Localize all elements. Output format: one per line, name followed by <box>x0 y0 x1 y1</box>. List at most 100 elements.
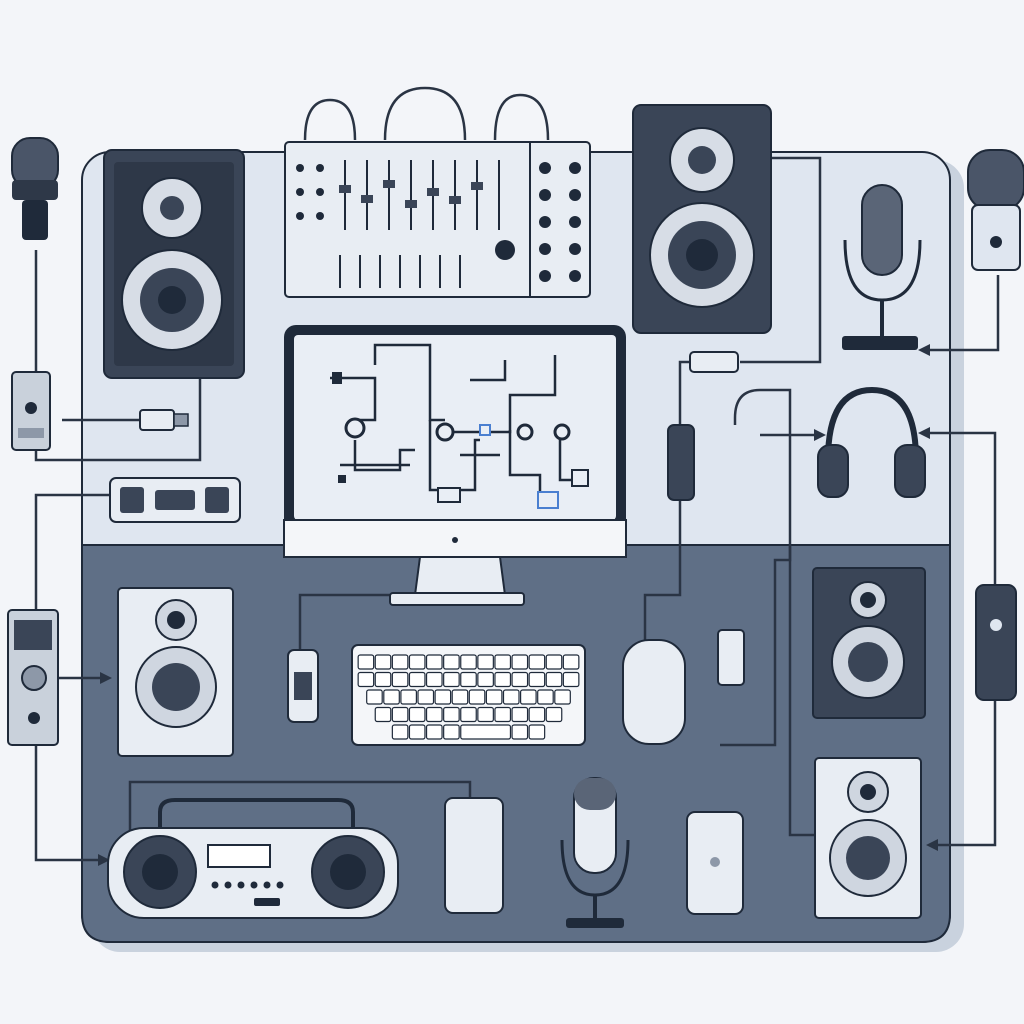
keyboard-key <box>545 671 563 688</box>
microphone-icon <box>11 137 59 240</box>
keyboard-key <box>391 724 409 740</box>
headphones <box>817 386 926 498</box>
keyboard-key <box>477 654 494 670</box>
arrow-head <box>926 839 938 851</box>
keyboard-key <box>451 689 469 705</box>
cable-keyboard <box>298 593 390 650</box>
keyboard-key <box>537 689 554 705</box>
arrows <box>98 344 938 866</box>
keyboard-key <box>425 724 443 740</box>
keyboard-key <box>408 724 426 740</box>
cable-left-bottom <box>34 745 100 862</box>
usb-connector <box>287 629 745 723</box>
keyboard-key <box>434 689 452 705</box>
cable-interface-speaker <box>34 375 202 462</box>
usb-audio-interface <box>7 609 59 746</box>
studio-monitor-left <box>103 149 245 379</box>
arrow-head <box>814 429 826 441</box>
keyboard-key <box>357 671 375 688</box>
keyboard-key <box>374 706 392 723</box>
keyboard-key <box>494 671 512 688</box>
keyboard-key <box>408 671 426 688</box>
cable-monitor-right <box>643 360 690 640</box>
cable-left-loop <box>34 493 110 610</box>
keyboard-key <box>443 706 460 723</box>
keyboard-key <box>554 689 571 705</box>
keyboard-key <box>562 654 580 670</box>
cable-headphones-right <box>925 431 997 585</box>
keyboard-key <box>494 654 512 670</box>
keyboard-key <box>519 689 537 705</box>
desk-speaker-right <box>812 567 926 719</box>
cable-boombox-top <box>128 780 472 840</box>
cable-desk-right <box>788 545 815 837</box>
keyboard-key <box>528 654 546 670</box>
cable-mixer-b <box>383 86 467 141</box>
mouse <box>622 639 686 745</box>
keyboard-key <box>366 689 383 705</box>
keyboard-key <box>528 724 546 740</box>
cables <box>30 86 1000 862</box>
keyboard-key <box>545 654 563 670</box>
keyboard-key <box>511 706 529 723</box>
keyboard-key <box>460 654 477 670</box>
arrow-head <box>98 854 110 866</box>
boombox <box>107 798 399 919</box>
keyboard <box>351 644 586 746</box>
keyboard-key <box>391 654 409 670</box>
desk-speaker-left <box>117 587 234 757</box>
cable-right-bottom <box>930 700 997 847</box>
keyboard-key <box>374 654 392 670</box>
keyboard-key <box>443 724 460 740</box>
keyboard-key <box>443 654 460 670</box>
cable-right-speaker <box>740 156 822 364</box>
cable-usb-center <box>720 388 792 747</box>
handheld-microphone <box>967 149 1024 271</box>
arrow-head <box>918 344 930 356</box>
audio-mixer <box>284 141 591 298</box>
arrow-head <box>918 427 930 439</box>
microphone-icon <box>560 777 630 928</box>
keyboard-key <box>485 689 503 705</box>
keyboard-key <box>383 689 400 705</box>
keyboard-key <box>545 706 563 723</box>
keyboard-key <box>494 706 512 723</box>
usb-plug-icon <box>139 409 189 431</box>
cable-mic-right <box>925 275 1000 352</box>
audio-interface-icon <box>11 371 51 451</box>
keyboard-key <box>502 689 520 705</box>
keyboard-key <box>374 671 392 688</box>
cable-mixer-a <box>303 98 357 141</box>
keyboard-key <box>425 671 443 688</box>
mouse-second <box>444 797 504 914</box>
speaker-icon <box>814 757 922 919</box>
cable-adapters <box>109 351 1017 701</box>
keyboard-key <box>528 706 546 723</box>
keyboard-key <box>391 671 409 688</box>
apple-device <box>686 811 744 915</box>
keyboard-key <box>408 706 426 723</box>
keyboard-key <box>511 671 529 688</box>
keyboard-key <box>460 706 477 723</box>
keyboard-key <box>468 689 486 705</box>
keyboard-key <box>460 724 512 740</box>
desktop-monitor <box>283 325 627 606</box>
keyboard-key <box>408 654 426 670</box>
keyboard-key <box>357 654 375 670</box>
keyboard-key <box>391 706 409 723</box>
keyboard-key <box>528 671 546 688</box>
condenser-microphone <box>842 184 922 350</box>
keyboard-key <box>511 724 529 740</box>
keyboard-key <box>477 671 494 688</box>
keyboard-key <box>511 654 529 670</box>
keyboard-key <box>477 706 494 723</box>
keyboard-key <box>460 671 477 688</box>
keyboard-key <box>417 689 435 705</box>
keyboard-key <box>425 654 443 670</box>
keyboard-key <box>562 671 580 688</box>
arrow-head <box>100 672 112 684</box>
keyboard-key <box>400 689 417 705</box>
keyboard-key <box>443 671 460 688</box>
